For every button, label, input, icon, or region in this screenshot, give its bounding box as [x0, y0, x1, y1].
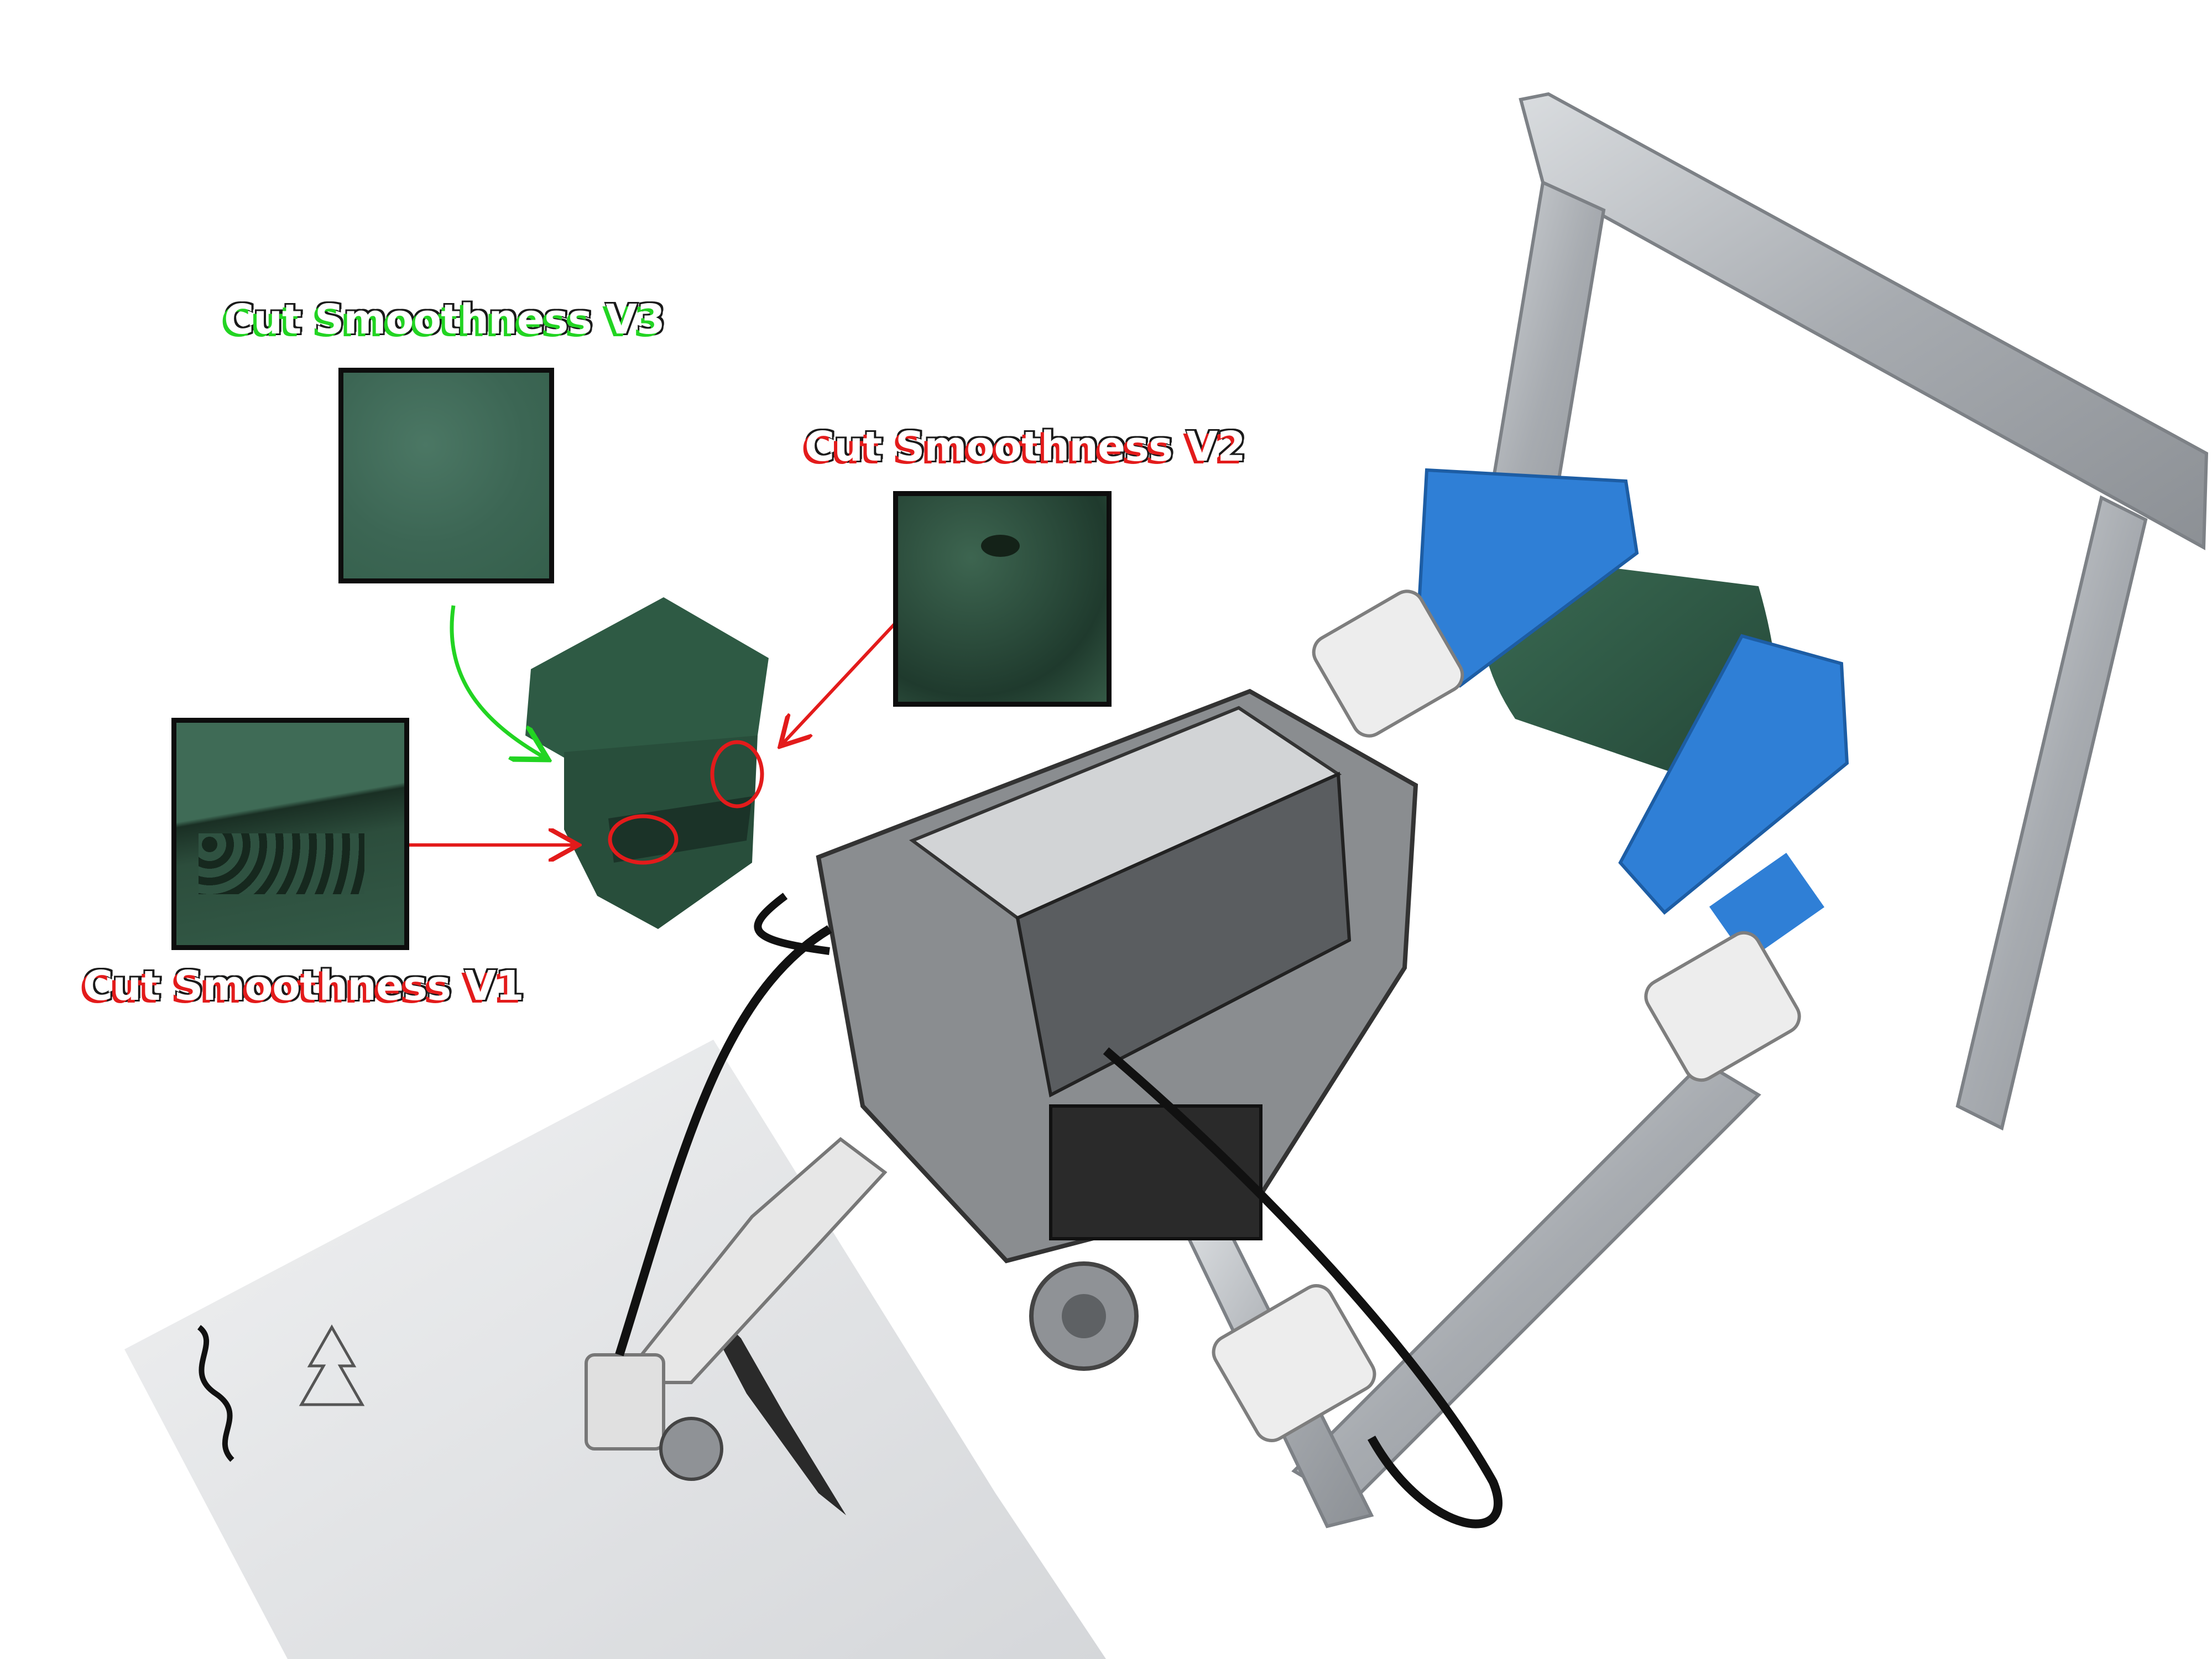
v3-label: Cut Smoothness V3 [224, 296, 665, 343]
cut-shadow-shape [691, 1288, 846, 1515]
paper-sheet [124, 1040, 1106, 1659]
v1-label: Cut Smoothness V1 [83, 962, 524, 1010]
tree-outline-drawing [299, 1324, 365, 1406]
v2-label: Cut Smoothness V2 [805, 423, 1246, 471]
motors [1212, 589, 1801, 1442]
aluminum-frame [1186, 92, 2209, 1528]
v3-arrow [450, 605, 545, 758]
v2-zoom-inset [893, 491, 1112, 707]
v3-zoom-inset [338, 368, 554, 583]
squiggle-drawing [197, 1325, 234, 1462]
foam-sample-cut [525, 597, 769, 929]
v2-defect-circle [710, 740, 764, 808]
v1-zoom-inset [171, 718, 409, 950]
v1-defect-circle [608, 814, 679, 865]
lego-robot [585, 688, 1503, 1528]
v2-arrow [782, 622, 896, 744]
